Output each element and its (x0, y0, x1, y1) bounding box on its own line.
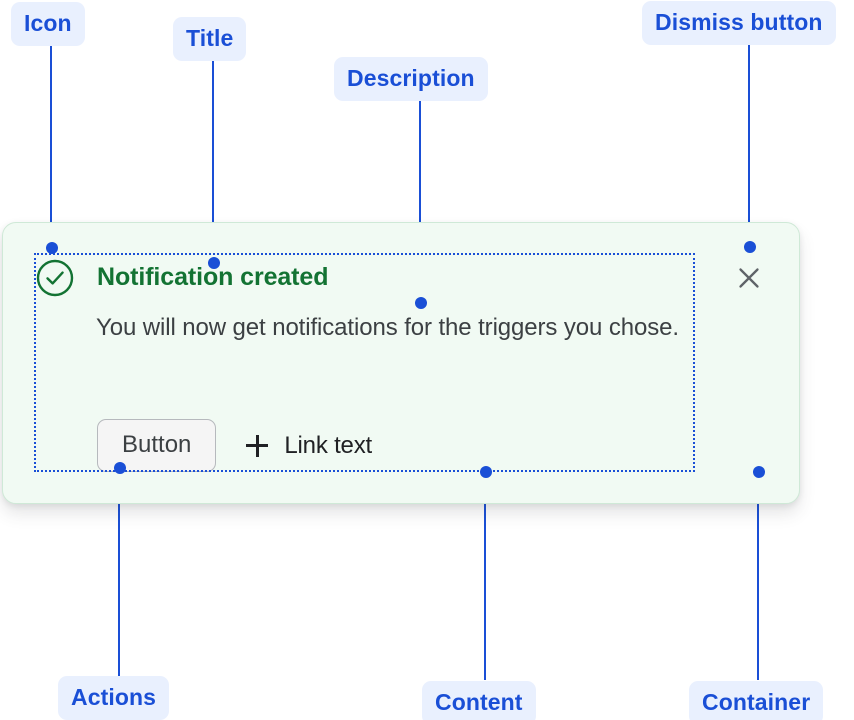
annotation-label-description: Description (334, 57, 488, 101)
leader-line-actions (118, 468, 120, 676)
close-icon (735, 267, 763, 295)
leader-line-title (212, 58, 214, 263)
notification-actions: Button Link text (97, 419, 372, 472)
annotation-dot-icon (46, 242, 58, 254)
annotation-dot-title (208, 257, 220, 269)
annotation-dot-container (753, 466, 765, 478)
check-circle-icon (36, 259, 74, 297)
leader-line-container (757, 472, 759, 680)
action-link-label: Link text (284, 431, 372, 459)
annotation-dot-dismiss-button (744, 241, 756, 253)
annotation-label-title: Title (173, 17, 247, 61)
annotation-label-dismiss-button: Dismiss button (642, 1, 836, 45)
annotation-dot-content (480, 466, 492, 478)
annotation-label-actions: Actions (58, 676, 170, 720)
leader-line-description (419, 98, 421, 303)
annotation-dot-description (415, 297, 427, 309)
action-link[interactable]: Link text (246, 432, 372, 460)
annotation-dot-actions (114, 462, 126, 474)
leader-line-dismiss-button (748, 42, 750, 247)
notification-description: You will now get notifications for the t… (96, 314, 679, 341)
annotation-label-content: Content (422, 681, 536, 720)
notification-container: Notification created You will now get no… (2, 222, 800, 504)
leader-line-content (484, 472, 486, 680)
leader-line-icon (50, 44, 52, 248)
plus-icon (246, 434, 269, 457)
annotation-label-container: Container (689, 681, 824, 720)
dismiss-button[interactable] (729, 259, 769, 299)
annotation-label-icon: Icon (11, 2, 85, 46)
